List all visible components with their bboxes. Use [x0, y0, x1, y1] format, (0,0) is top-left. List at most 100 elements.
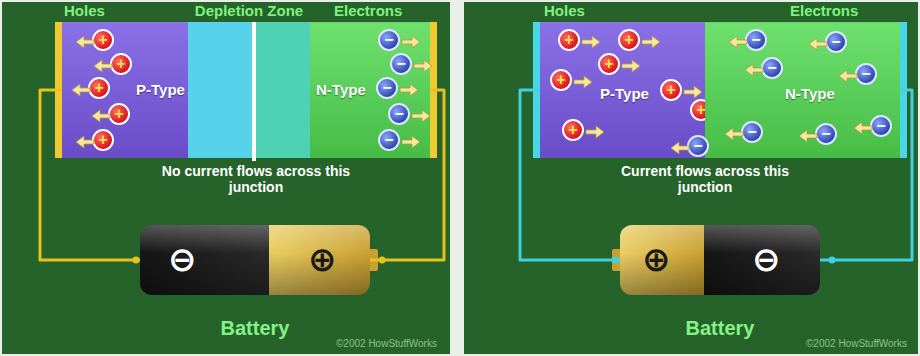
electron-particle: −	[855, 63, 877, 85]
charge-sign: −	[831, 34, 840, 50]
motion-arrow	[574, 76, 592, 88]
junction-line	[252, 22, 256, 158]
terminal-dot	[829, 257, 836, 264]
motion-arrow	[586, 126, 604, 138]
motion-arrow	[76, 36, 94, 48]
motion-arrow	[76, 136, 94, 148]
motion-arrow	[414, 60, 432, 72]
motion-arrow	[94, 60, 112, 72]
motion-arrow	[725, 128, 743, 140]
electron-particle: −	[378, 29, 400, 51]
panel-background	[464, 2, 918, 354]
charge-sign: +	[114, 106, 123, 122]
region-name: N-Type	[316, 81, 366, 98]
charge-sign: +	[116, 56, 125, 72]
charge-sign: +	[564, 32, 573, 48]
terminal-symbol: ⊕	[642, 239, 671, 279]
electron-particle: −	[388, 103, 410, 125]
motion-arrow	[854, 122, 872, 134]
motion-arrow	[799, 130, 817, 142]
charge-sign: −	[767, 60, 776, 76]
motion-arrow	[412, 110, 430, 122]
electron-particle: −	[741, 121, 763, 143]
battery-label: Battery	[195, 316, 315, 340]
hole-particle: +	[92, 29, 114, 51]
motion-arrow	[799, 130, 817, 142]
p-type-region: P-Type + + + + +	[62, 22, 188, 158]
charge-sign: −	[384, 32, 393, 48]
motion-arrow	[729, 36, 747, 48]
motion-arrow	[574, 76, 592, 88]
electron-particle: −	[378, 129, 400, 151]
motion-arrow	[622, 60, 640, 72]
depletion-zone	[188, 22, 252, 158]
hole-particle: +	[558, 29, 580, 51]
charge-sign: −	[821, 126, 830, 142]
battery-label: Battery	[660, 316, 780, 340]
hole-particle: +	[110, 53, 132, 75]
motion-arrow	[622, 60, 640, 72]
hole-particle: +	[660, 79, 682, 101]
electron-particle: −	[745, 29, 767, 51]
motion-arrow	[725, 128, 743, 140]
battery: ⊕⊖	[620, 225, 820, 295]
hole-particle: +	[92, 129, 114, 151]
hole-particle: +	[108, 103, 130, 125]
junction-note: No current flows across this junction	[154, 163, 358, 195]
region-heading: Holes	[64, 2, 105, 20]
motion-arrow	[582, 36, 600, 48]
charge-sign: −	[861, 66, 870, 82]
charge-sign: −	[747, 124, 756, 140]
region-heading: Holes	[544, 2, 585, 20]
hole-particle: +	[550, 69, 572, 91]
motion-arrow	[745, 64, 763, 76]
watermark: ©2002 HowStuffWorks	[806, 338, 907, 350]
motion-arrow	[854, 122, 872, 134]
motion-arrow	[414, 60, 432, 72]
charge-sign: −	[693, 138, 702, 154]
motion-arrow	[402, 136, 420, 148]
motion-arrow	[72, 84, 90, 96]
charge-sign: −	[382, 80, 391, 96]
electron-particle: −	[761, 57, 783, 79]
leader-line	[252, 158, 256, 161]
region-name: N-Type	[785, 85, 835, 102]
region-name: P-Type	[136, 81, 185, 98]
electron-particle: −	[870, 115, 892, 137]
motion-arrow	[582, 36, 600, 48]
charge-sign: +	[624, 32, 633, 48]
region-heading: Electrons	[334, 2, 402, 20]
charge-sign: +	[556, 72, 565, 88]
charge-sign: +	[568, 122, 577, 138]
terminal-dot	[379, 257, 386, 264]
charge-sign: +	[98, 132, 107, 148]
motion-arrow	[684, 86, 702, 98]
motion-arrow	[671, 142, 689, 154]
n-type-region: N-Type−−−−−	[310, 22, 430, 158]
electron-particle: −	[390, 53, 412, 75]
motion-arrow	[684, 86, 702, 98]
motion-arrow	[72, 84, 90, 96]
motion-arrow	[839, 70, 857, 82]
motion-arrow	[402, 36, 420, 48]
charge-sign: +	[94, 80, 103, 96]
motion-arrow	[76, 136, 94, 148]
motion-arrow	[642, 36, 660, 48]
charge-sign: +	[98, 32, 107, 48]
motion-arrow	[839, 70, 857, 82]
terminal-symbol: ⊖	[752, 239, 781, 279]
watermark: ©2002 HowStuffWorks	[336, 338, 437, 350]
motion-arrow	[412, 110, 430, 122]
motion-arrow	[809, 38, 827, 50]
motion-arrow	[809, 38, 827, 50]
motion-arrow	[586, 126, 604, 138]
motion-arrow	[402, 36, 420, 48]
depletion-zone	[256, 22, 310, 158]
charge-sign: +	[666, 82, 675, 98]
charge-sign: +	[604, 56, 613, 72]
panel-background	[2, 2, 450, 354]
region-name: P-Type	[600, 85, 649, 102]
electron-particle: −	[687, 135, 709, 157]
electron-particle: −	[825, 31, 847, 53]
motion-arrow	[729, 36, 747, 48]
